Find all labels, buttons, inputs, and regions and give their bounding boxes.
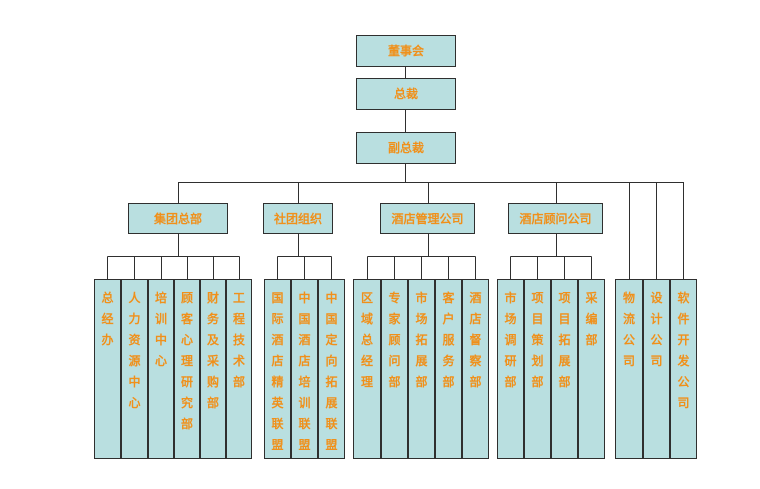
dept-label: 采编部 xyxy=(585,291,598,347)
company-label: 物流公司 xyxy=(622,291,635,368)
dept-box: 区域总经理 xyxy=(353,279,381,459)
dept-box: 市场拓展部 xyxy=(408,279,435,459)
vice-president-label: 副总裁 xyxy=(387,141,424,155)
dept-box: 工程技术部 xyxy=(226,279,252,459)
dept-label: 中国定向拓展联盟 xyxy=(325,291,338,452)
dept-label: 国际酒店精英联盟 xyxy=(271,291,284,452)
dept-label: 酒店督察部 xyxy=(469,291,482,389)
vice-president-box: 副总裁 xyxy=(356,132,456,164)
dept-label: 市场调研部 xyxy=(504,291,517,389)
group-box-hotel-consult: 酒店顾问公司 xyxy=(508,203,603,234)
board-label: 董事会 xyxy=(387,44,424,58)
dept-box: 培训中心 xyxy=(148,279,174,459)
dept-box: 市场调研部 xyxy=(497,279,524,459)
dept-label: 顾客心理研究部 xyxy=(180,291,193,431)
group-label: 集团总部 xyxy=(153,211,202,226)
board-box: 董事会 xyxy=(356,35,456,67)
dept-box: 项目拓展部 xyxy=(551,279,578,459)
dept-box: 国际酒店精英联盟 xyxy=(264,279,291,459)
dept-label: 人力资源中心 xyxy=(128,291,141,410)
group-box-hotel-mgmt: 酒店管理公司 xyxy=(380,203,475,234)
dept-label: 培训中心 xyxy=(154,291,167,368)
dept-label: 客户服务部 xyxy=(442,291,455,389)
dept-box: 总经办 xyxy=(94,279,121,459)
dept-box: 采编部 xyxy=(578,279,605,459)
company-box-software: 软件开发公司 xyxy=(670,279,697,459)
group-label: 酒店顾问公司 xyxy=(519,211,592,226)
dept-label: 项目拓展部 xyxy=(558,291,571,389)
company-label: 软件开发公司 xyxy=(677,291,690,410)
dept-label: 财务及采购部 xyxy=(206,291,219,410)
dept-box: 项目策划部 xyxy=(524,279,551,459)
group-box-hq: 集团总部 xyxy=(128,203,228,234)
company-label: 设计公司 xyxy=(650,291,663,368)
dept-box: 中国酒店培训联盟 xyxy=(291,279,318,459)
dept-box: 顾客心理研究部 xyxy=(174,279,200,459)
dept-box: 客户服务部 xyxy=(435,279,462,459)
dept-box: 专家顾问部 xyxy=(381,279,408,459)
dept-box: 财务及采购部 xyxy=(200,279,226,459)
dept-box: 酒店督察部 xyxy=(462,279,489,459)
group-label: 酒店管理公司 xyxy=(391,211,464,226)
president-box: 总裁 xyxy=(356,78,456,110)
dept-box: 中国定向拓展联盟 xyxy=(318,279,345,459)
dept-label: 专家顾问部 xyxy=(388,291,401,389)
company-box-design: 设计公司 xyxy=(643,279,670,459)
dept-label: 总经办 xyxy=(101,291,114,347)
dept-label: 区域总经理 xyxy=(360,291,373,389)
dept-label: 中国酒店培训联盟 xyxy=(298,291,311,452)
company-box-logistics: 物流公司 xyxy=(615,279,643,459)
group-label: 社团组织 xyxy=(273,211,322,226)
dept-label: 市场拓展部 xyxy=(415,291,428,389)
dept-box: 人力资源中心 xyxy=(121,279,148,459)
dept-label: 项目策划部 xyxy=(531,291,544,389)
president-label: 总裁 xyxy=(393,87,418,101)
group-box-society: 社团组织 xyxy=(263,203,333,234)
dept-label: 工程技术部 xyxy=(232,291,245,389)
